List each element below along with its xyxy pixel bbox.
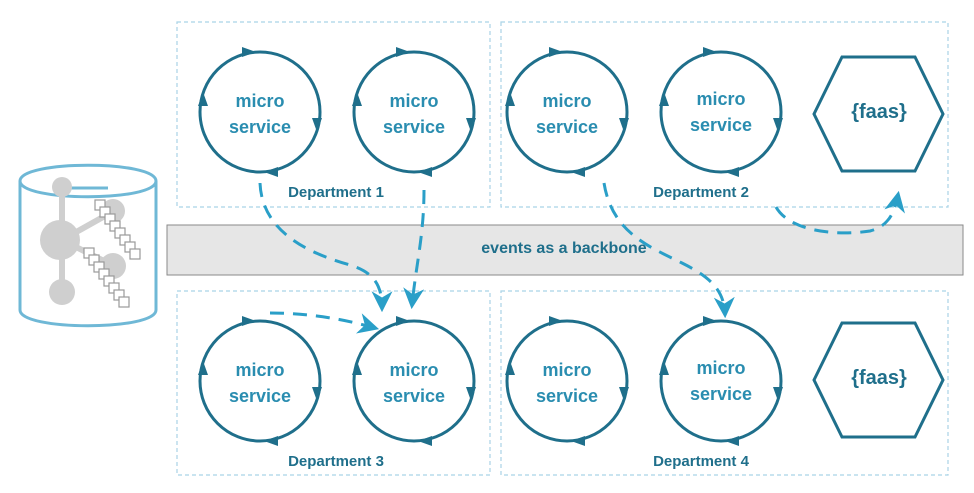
department-label: Department 3: [288, 453, 384, 470]
microservice-label: micro service: [359, 88, 469, 140]
microservice-label-line2: service: [228, 117, 292, 137]
microservice-label: micro service: [359, 357, 469, 409]
service-loop-icon: [198, 47, 322, 177]
event-flow-arrow: [774, 190, 905, 235]
microservice-label-line1: micro: [542, 360, 592, 380]
service-loop-icon: [198, 316, 322, 446]
microservice-label: micro service: [512, 88, 622, 140]
service-loop-icon: [352, 316, 476, 446]
microservice-label-line1: micro: [696, 358, 746, 378]
faas-label: {faas}: [851, 101, 907, 123]
microservice-label-line2: service: [535, 386, 599, 406]
department-4-box: [500, 290, 949, 476]
service-loop-icon: [505, 47, 629, 177]
service-loop-icon: [352, 47, 476, 177]
service-loop-icon: [505, 316, 629, 446]
department-2-box: [500, 21, 949, 208]
department-3-box: [176, 290, 491, 476]
department-1-box: [176, 21, 491, 208]
department-label: Department 2: [653, 184, 749, 201]
backbone-label: events as a backbone: [481, 240, 647, 257]
microservice-label-line1: micro: [235, 91, 285, 111]
microservice-label: micro service: [205, 88, 315, 140]
event-log-cylinder-icon: [18, 163, 158, 328]
faas-hexagon-icon: [812, 321, 945, 439]
event-flow-arrow: [258, 182, 393, 313]
microservice-label: micro service: [205, 357, 315, 409]
event-backbone-bar: [166, 224, 964, 276]
event-flow-arrow: [269, 311, 380, 334]
microservice-label-line2: service: [382, 117, 446, 137]
microservice-label-line2: service: [228, 386, 292, 406]
microservice-label-line1: micro: [235, 360, 285, 380]
microservice-label-line2: service: [689, 115, 753, 135]
microservice-label: micro service: [666, 86, 776, 138]
department-label: Department 4: [653, 453, 749, 470]
service-loop-icon: [659, 316, 783, 446]
microservice-label-line1: micro: [696, 89, 746, 109]
microservice-label-line1: micro: [389, 360, 439, 380]
faas-label: {faas}: [851, 367, 907, 389]
service-loop-icon: [659, 47, 783, 177]
event-flow-arrow: [602, 182, 735, 319]
faas-hexagon-icon: [812, 55, 945, 173]
microservice-label-line1: micro: [389, 91, 439, 111]
microservice-label-line2: service: [382, 386, 446, 406]
microservice-label: micro service: [512, 357, 622, 409]
event-flow-arrow: [403, 189, 426, 310]
microservice-label: micro service: [666, 355, 776, 407]
microservice-label-line2: service: [689, 384, 753, 404]
microservice-label-line2: service: [535, 117, 599, 137]
microservice-label-line1: micro: [542, 91, 592, 111]
department-label: Department 1: [288, 184, 384, 201]
